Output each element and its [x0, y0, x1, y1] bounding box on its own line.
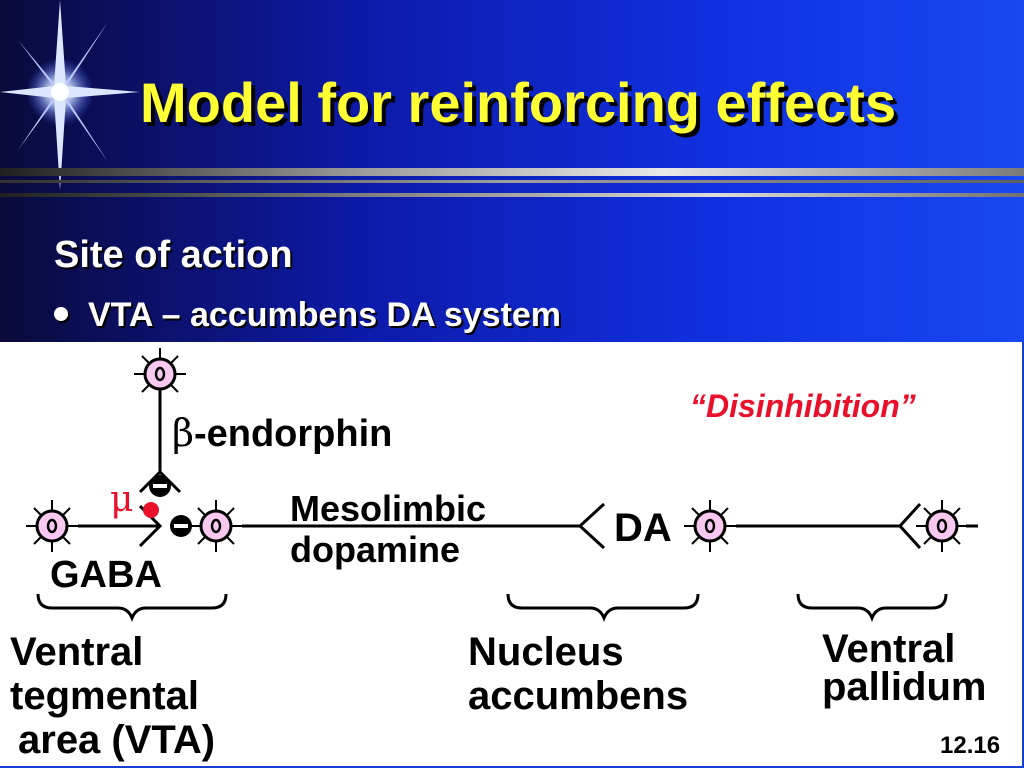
mu-receptor-label: μ — [110, 479, 134, 520]
nucleus-line1: Nucleus — [468, 630, 624, 674]
endorphin-text: -endorphin — [193, 413, 393, 455]
bullet-item: VTA – accumbens DA system — [54, 296, 561, 335]
vta-region-label: Ventral tegmental area (VTA) — [10, 630, 215, 762]
mesolimbic-label: Mesolimbic dopamine — [290, 488, 486, 571]
ventral-pallidum-label: Ventral pallidum — [822, 627, 987, 709]
header-divider-thin-2 — [0, 193, 1024, 197]
mu-receptor-dot — [143, 502, 159, 518]
slide-number: 12.16 — [940, 732, 1001, 759]
mesolimbic-line2: dopamine — [290, 529, 461, 571]
da-label: DA — [614, 506, 672, 550]
bullet-dot-icon — [54, 307, 68, 322]
accumbens-neuron — [684, 500, 922, 552]
bullet-text: VTA – accumbens DA system — [88, 296, 562, 334]
pallidum-line1: Ventral — [822, 627, 956, 671]
neuron-cell-icon — [916, 500, 968, 552]
vta-brace — [36, 593, 228, 623]
vta-line3: area (VTA) — [18, 718, 216, 762]
pallidum-neuron — [916, 500, 978, 552]
inhibitory-minus-icon — [149, 475, 171, 497]
neuron-cell-icon — [684, 500, 736, 552]
dopamine-terminal — [577, 502, 606, 550]
starburst-icon — [0, 0, 140, 190]
slide-header: Model for reinforcing effects Site of ac… — [0, 0, 1024, 342]
nucleus-accumbens-label: Nucleus accumbens — [468, 630, 688, 718]
pallidum-brace — [796, 593, 948, 623]
gaba-label: GABA — [50, 554, 162, 596]
vta-line1: Ventral — [10, 630, 144, 674]
diagram-area: β-endorphin μ “Disinhibition” Mesolimbic… — [0, 342, 1024, 768]
gaba-neuron — [26, 500, 163, 552]
beta-endorphin-terminal — [138, 469, 182, 494]
pallidum-line2: pallidum — [822, 665, 987, 709]
mesolimbic-line1: Mesolimbic — [290, 488, 487, 529]
accumbens-terminal — [897, 502, 922, 550]
beta-symbol: β — [172, 411, 194, 455]
beta-endorphin-label: β-endorphin — [172, 414, 392, 453]
inhibitory-minus-icon — [170, 515, 192, 537]
neural-circuit-diagram — [26, 348, 978, 623]
beta-endorphin-neuron — [134, 348, 186, 494]
neuron-cell-icon — [26, 500, 78, 552]
header-divider — [0, 168, 1024, 176]
disinhibition-label: “Disinhibition” — [690, 388, 916, 424]
slide-title: Model for reinforcing effects — [140, 71, 897, 134]
vta-line2: tegmental — [10, 674, 199, 718]
accumbens-brace — [506, 593, 700, 623]
nucleus-line2: accumbens — [468, 674, 689, 718]
subheading: Site of action — [54, 234, 293, 276]
header-divider-thin — [0, 180, 1024, 183]
neuron-cell-icon — [190, 500, 242, 552]
neuron-cell-icon — [134, 348, 186, 400]
dopamine-neuron — [190, 500, 606, 552]
